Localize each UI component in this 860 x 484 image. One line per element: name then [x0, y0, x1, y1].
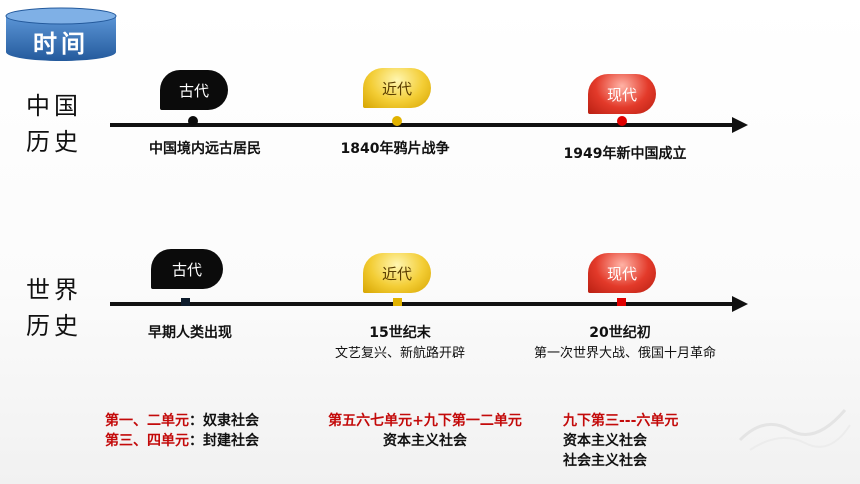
world-modern-square	[393, 298, 402, 306]
units-col1-line1-black: ：奴隶社会	[189, 413, 259, 429]
units-col3-line1-red: 九下第三---六单元	[563, 413, 679, 429]
china-modern-event: 1840年鸦片战争	[340, 141, 450, 157]
china-modern-label: 近代	[381, 80, 412, 98]
china-ancient-marker: 古代	[160, 70, 228, 114]
world-modern-marker: 近代	[363, 253, 431, 297]
china-modern-dot	[392, 116, 402, 126]
world-axis-arrow-icon	[732, 296, 748, 312]
china-contemporary-event: 1949年新中国成立	[563, 146, 687, 162]
units-col3: 九下第三---六单元 资本主义社会 社会主义社会	[563, 410, 678, 470]
world-ancient-square	[181, 298, 190, 306]
units-col1-line1-red: 第一、二单元	[105, 413, 189, 429]
world-label-line2: 历史	[26, 312, 82, 340]
units-col1-line2-red: 第三、四单元	[105, 433, 189, 449]
world-contemporary-event: 20世纪初	[589, 325, 651, 341]
world-ancient-label: 古代	[171, 261, 202, 279]
world-row-label: 世界 历史	[26, 272, 82, 344]
china-ancient-dot	[188, 116, 198, 126]
cylinder-shape	[5, 7, 117, 61]
china-contemporary-marker: 现代	[588, 74, 656, 118]
units-col3-line3-black: 社会主义社会	[563, 453, 647, 469]
world-contemporary-marker: 现代	[588, 253, 656, 297]
units-col2-line2-black: 资本主义社会	[383, 433, 467, 449]
world-contemporary-square	[617, 298, 626, 306]
units-col1-line2-black: ：封建社会	[189, 433, 259, 449]
world-contemporary-label: 现代	[606, 265, 637, 283]
china-contemporary-dot	[617, 116, 627, 126]
units-col2-line1-red: 第五六七单元+九下第一二单元	[328, 413, 522, 429]
world-ancient-marker: 古代	[151, 249, 223, 293]
world-contemporary-detail: 第一次世界大战、俄国十月革命	[533, 346, 716, 361]
world-modern-detail: 文艺复兴、新航路开辟	[334, 346, 465, 361]
china-ancient-label: 古代	[178, 82, 209, 100]
units-col2: 第五六七单元+九下第一二单元 资本主义社会	[310, 410, 540, 450]
units-col3-line2-black: 资本主义社会	[563, 433, 647, 449]
world-modern-label: 近代	[381, 265, 412, 283]
world-label-line1: 世界	[26, 276, 82, 304]
china-row-label: 中国 历史	[26, 88, 82, 160]
china-contemporary-label: 现代	[606, 86, 637, 104]
world-timeline-axis	[110, 302, 738, 306]
china-label-line2: 历史	[26, 128, 82, 156]
watermark-decoration	[738, 409, 851, 451]
world-modern-event: 15世纪末	[369, 325, 431, 341]
units-col1: 第一、二单元：奴隶社会 第三、四单元：封建社会	[105, 410, 259, 450]
china-modern-marker: 近代	[363, 68, 431, 112]
china-label-line1: 中国	[26, 92, 82, 120]
page-title: 时间	[33, 30, 89, 58]
china-ancient-event: 中国境内远古居民	[149, 141, 261, 157]
china-axis-arrow-icon	[732, 117, 748, 133]
world-ancient-event: 早期人类出现	[148, 325, 232, 341]
china-timeline-axis	[110, 123, 738, 127]
title-badge: 时间	[2, 6, 120, 62]
